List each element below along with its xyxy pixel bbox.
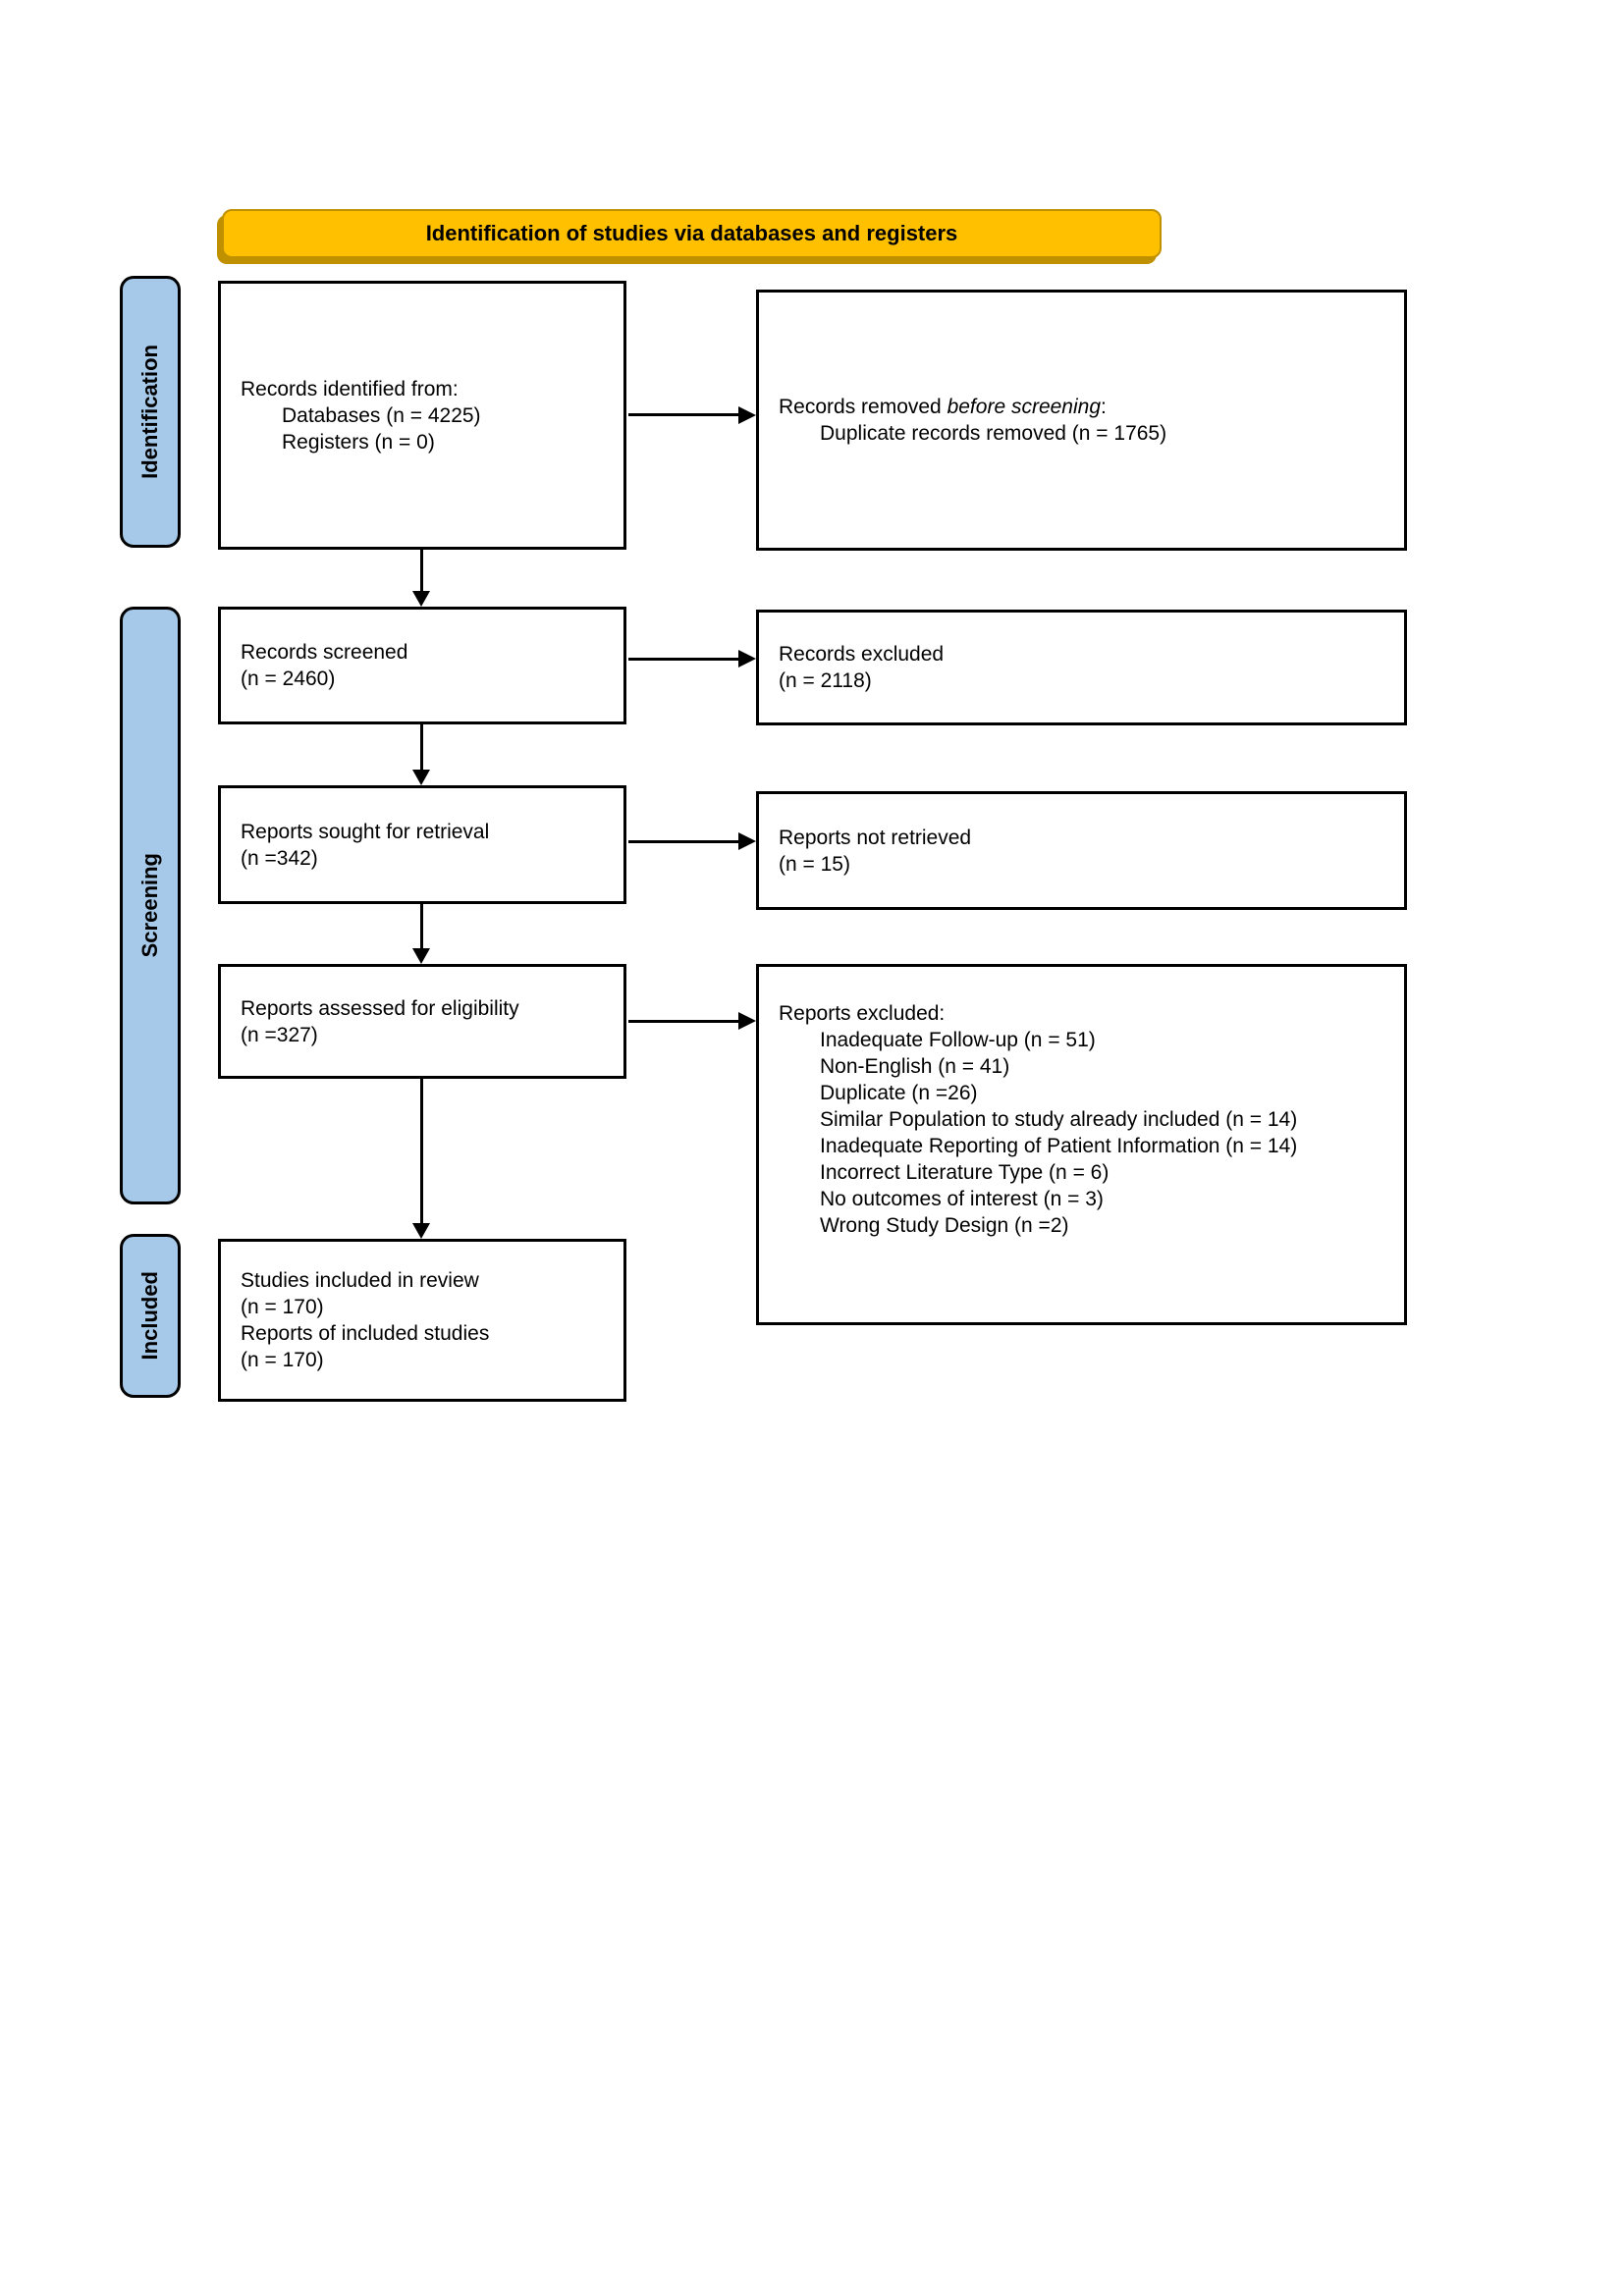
arrow-sought-to-notretrieved-line [628,840,740,843]
box-records-identified: Records identified from: Databases (n = … [218,281,626,550]
box-records-removed: Records removed before screening: Duplic… [756,290,1407,551]
records-removed-line1: Records removed before screening: [779,394,1394,420]
stage-label-identification: Identification [120,276,181,548]
records-removed-italic: before screening [947,396,1102,418]
arrow-screened-to-sought-head [412,770,430,785]
title-banner: Identification of studies via databases … [222,209,1162,258]
exclusion-reason: Inadequate Reporting of Patient Informat… [820,1135,1298,1157]
studies-included-line3: Reports of included studies [241,1322,490,1345]
reports-not-retrieved-line1: Reports not retrieved [779,826,972,849]
stage-label-included-text: Included [137,1271,162,1361]
box-reports-not-retrieved: Reports not retrieved (n = 15) [756,791,1407,910]
arrow-assessed-to-excluded-line [628,1020,740,1023]
box-reports-excluded: Reports excluded: Inadequate Follow-up (… [756,964,1407,1325]
stage-label-included: Included [120,1234,181,1398]
box-records-excluded: Records excluded (n = 2118) [756,610,1407,725]
reports-sought-line2: (n =342) [241,846,318,870]
box-studies-included: Studies included in review (n = 170) Rep… [218,1239,626,1402]
records-excluded-line1: Records excluded [779,643,945,666]
records-identified-line3: Registers (n = 0) [282,430,435,454]
reports-sought-line1: Reports sought for retrieval [241,820,490,843]
stage-label-identification-text: Identification [137,345,162,479]
records-excluded-line2: (n = 2118) [779,669,872,692]
exclusion-reason: Non-English (n = 41) [820,1055,1010,1078]
records-removed-line2: Duplicate records removed (n = 1765) [820,422,1167,445]
exclusion-reason: Inadequate Follow-up (n = 51) [820,1029,1096,1051]
box-records-screened: Records screened (n = 2460) [218,607,626,724]
reports-assessed-line1: Reports assessed for eligibility [241,996,519,1020]
arrow-sought-to-assessed-line [420,904,423,950]
stage-label-screening: Screening [120,607,181,1204]
records-screened-line2: (n = 2460) [241,667,336,690]
arrow-sought-to-assessed-head [412,948,430,964]
arrow-identified-to-removed-head [738,406,756,424]
records-identified-line1: Records identified from: [241,377,459,400]
arrow-screened-to-excluded-head [738,650,756,667]
records-removed-suffix: : [1101,396,1107,418]
exclusion-reason: Wrong Study Design (n =2) [820,1214,1069,1237]
stage-label-screening-text: Screening [137,853,162,958]
exclusion-reason: Duplicate (n =26) [820,1082,978,1104]
arrow-identified-to-removed-line [628,413,740,416]
exclusion-reason: No outcomes of interest (n = 3) [820,1188,1104,1210]
box-reports-sought: Reports sought for retrieval (n =342) [218,785,626,904]
arrow-assessed-to-included-line [420,1079,423,1225]
studies-included-line4: (n = 170) [241,1349,324,1371]
box-reports-assessed: Reports assessed for eligibility (n =327… [218,964,626,1079]
arrow-identified-to-screened-head [412,591,430,607]
arrow-identified-to-screened-line [420,550,423,593]
exclusion-reason: Similar Population to study already incl… [820,1108,1298,1131]
reports-not-retrieved-line2: (n = 15) [779,852,850,876]
exclusion-reason: Incorrect Literature Type (n = 6) [820,1161,1110,1184]
records-identified-line2: Databases (n = 4225) [282,403,481,427]
arrow-screened-to-sought-line [420,724,423,772]
studies-included-line1: Studies included in review [241,1269,479,1292]
title-banner-label: Identification of studies via databases … [425,221,958,245]
reports-assessed-line2: (n =327) [241,1023,318,1046]
studies-included-line2: (n = 170) [241,1296,324,1318]
arrow-assessed-to-excluded-head [738,1012,756,1030]
records-screened-line1: Records screened [241,641,408,664]
arrow-sought-to-notretrieved-head [738,832,756,850]
arrow-screened-to-excluded-line [628,658,740,661]
reports-excluded-title: Reports excluded: [779,1002,946,1025]
records-removed-prefix: Records removed [779,396,947,418]
arrow-assessed-to-included-head [412,1223,430,1239]
